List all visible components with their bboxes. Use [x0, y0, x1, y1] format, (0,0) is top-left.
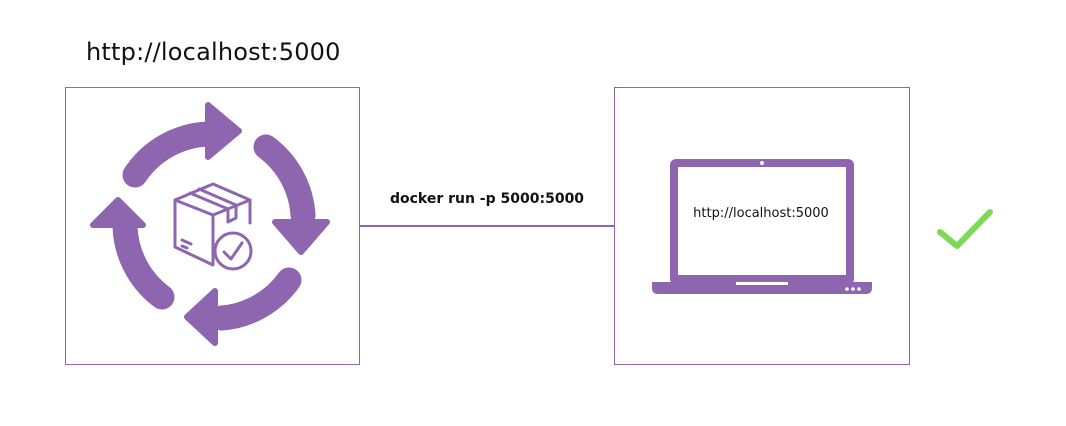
package-box-icon	[173, 182, 253, 271]
browser-url-label: http://localhost:5000	[693, 206, 829, 221]
container-box	[65, 87, 360, 365]
docker-command-label: docker run -p 5000:5000	[389, 191, 585, 207]
host-box	[614, 87, 910, 365]
checkmark-icon	[937, 209, 993, 249]
cycle-arrows-icon	[90, 102, 330, 346]
top-url-label: http://localhost:5000	[86, 38, 341, 66]
connector-line	[360, 225, 614, 227]
laptop-icon	[652, 159, 872, 294]
